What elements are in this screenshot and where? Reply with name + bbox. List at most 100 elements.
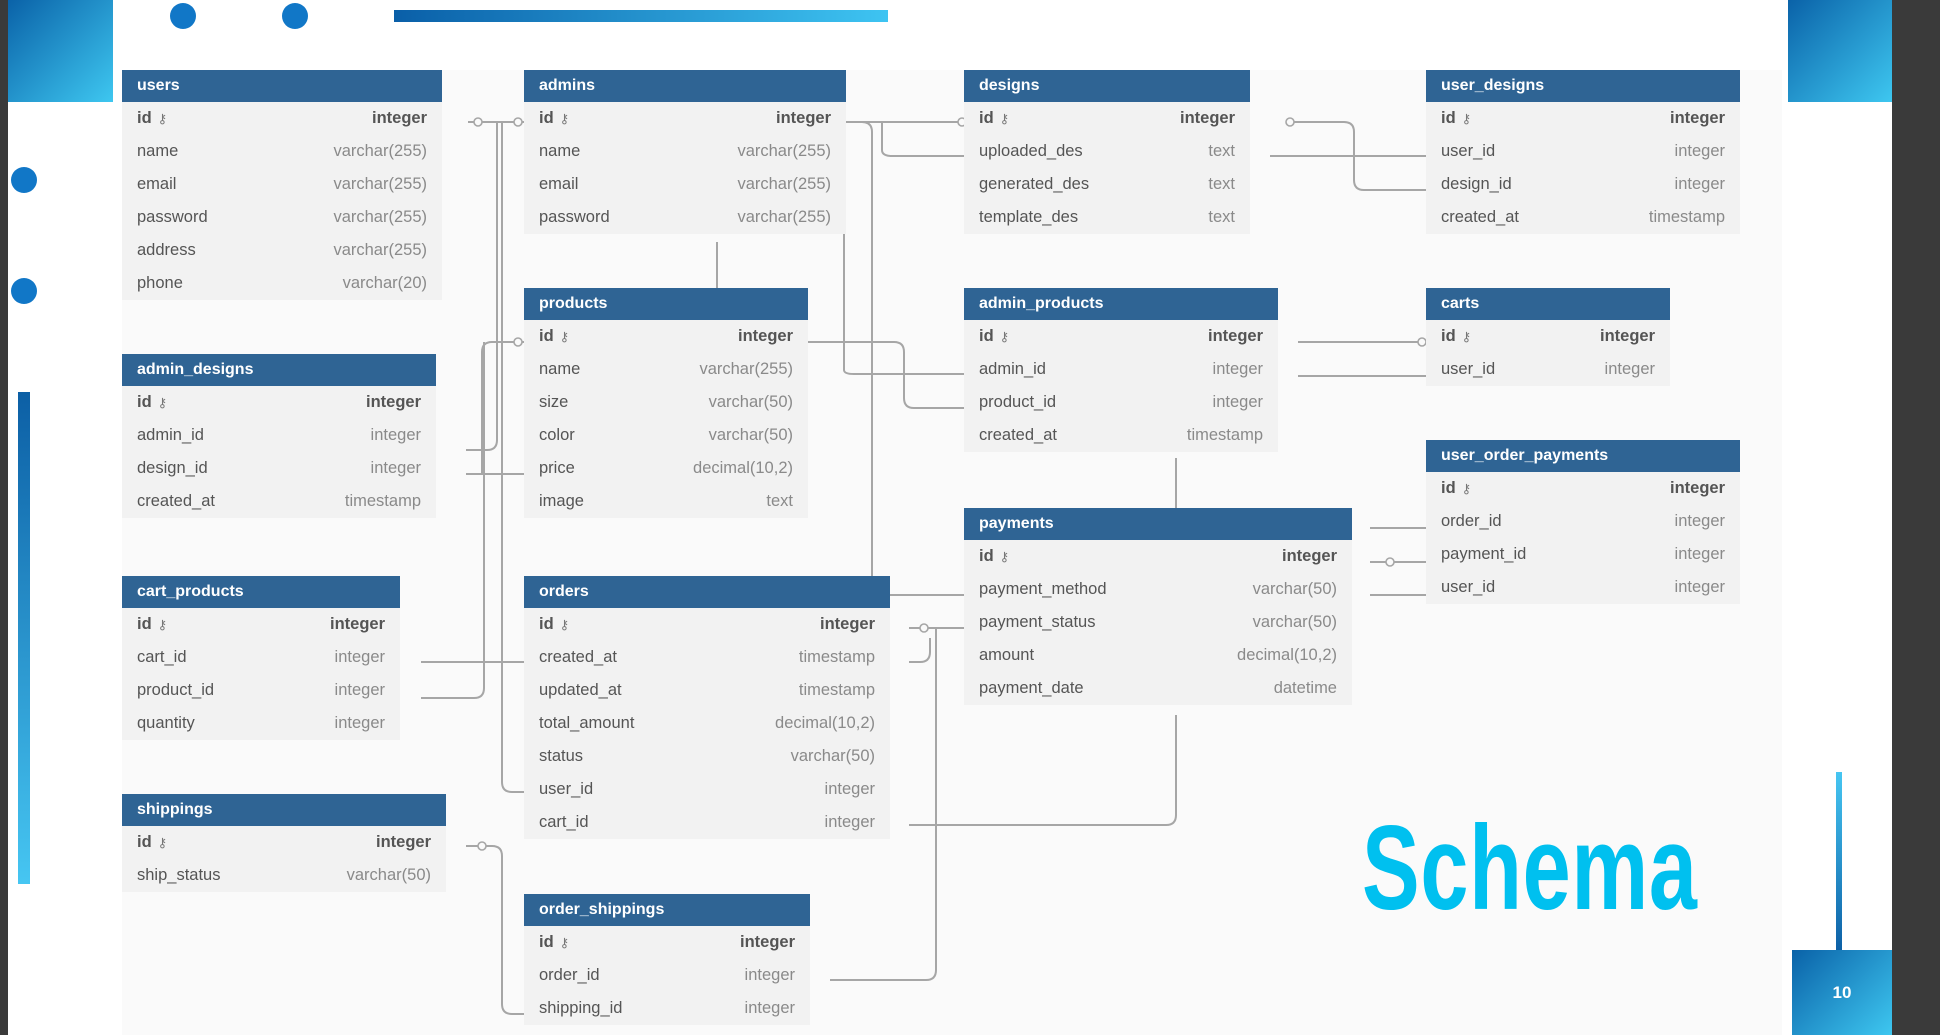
- column-type: text: [1208, 208, 1235, 226]
- column-row: user_id integer: [1426, 135, 1740, 168]
- column-type: text: [1208, 142, 1235, 160]
- column-name: updated_at: [539, 681, 622, 700]
- column-name: template_des: [979, 208, 1078, 227]
- column-name: id⚷: [137, 109, 167, 128]
- column-name-text: shipping_id: [539, 999, 623, 1017]
- column-row: payment_status varchar(50): [964, 606, 1352, 639]
- column-type: integer: [739, 933, 795, 951]
- column-type: varchar(255): [333, 142, 427, 160]
- key-icon: ⚷: [1461, 111, 1472, 126]
- column-name-text: updated_at: [539, 681, 622, 699]
- column-type: integer: [365, 393, 421, 411]
- column-name: design_id: [137, 459, 208, 478]
- table-header: shippings: [122, 794, 446, 826]
- column-type: integer: [1179, 109, 1235, 127]
- table-header: admin_products: [964, 288, 1278, 320]
- column-name: shipping_id: [539, 999, 622, 1018]
- column-name: name: [539, 360, 580, 379]
- slide-title: Schema: [1362, 801, 1698, 935]
- column-name: payment_method: [979, 580, 1107, 599]
- column-name-text: id: [137, 833, 152, 851]
- column-type: decimal(10,2): [775, 714, 875, 732]
- column-name: created_at: [1441, 208, 1519, 227]
- column-type: integer: [824, 813, 875, 831]
- column-name: id⚷: [539, 615, 569, 634]
- key-icon: ⚷: [157, 617, 168, 632]
- left-dot-1: [11, 167, 37, 193]
- column-type: integer: [737, 327, 793, 345]
- column-type: decimal(10,2): [693, 459, 793, 477]
- column-name-text: id: [1441, 109, 1456, 127]
- column-row: total_amount decimal(10,2): [524, 707, 890, 740]
- key-icon: ⚷: [559, 329, 570, 344]
- column-type: datetime: [1273, 679, 1337, 697]
- column-row: id⚷integer: [122, 826, 446, 859]
- column-type: integer: [1674, 512, 1725, 530]
- column-type: decimal(10,2): [1237, 646, 1337, 664]
- key-icon: ⚷: [999, 549, 1010, 564]
- column-type: varchar(50): [1252, 613, 1337, 631]
- column-type: varchar(255): [737, 208, 831, 226]
- column-type: varchar(50): [708, 426, 793, 444]
- column-type: text: [1208, 175, 1235, 193]
- column-name: payment_id: [1441, 545, 1526, 564]
- column-row: amount decimal(10,2): [964, 639, 1352, 672]
- column-type: integer: [371, 109, 427, 127]
- column-name-text: ship_status: [137, 866, 221, 884]
- column-row: uploaded_des text: [964, 135, 1250, 168]
- column-name-text: id: [137, 393, 152, 411]
- table-header: carts: [1426, 288, 1670, 320]
- column-name: ship_status: [137, 866, 220, 885]
- table-header: users: [122, 70, 442, 102]
- column-row: id⚷integer: [964, 102, 1250, 135]
- column-name-text: created_at: [137, 492, 215, 510]
- page-number: 10: [1832, 982, 1852, 1002]
- key-icon: ⚷: [559, 111, 570, 126]
- column-name: user_id: [1441, 142, 1495, 161]
- column-name-text: order_id: [539, 966, 600, 984]
- column-name-text: name: [539, 142, 581, 160]
- column-type: integer: [1599, 327, 1655, 345]
- column-row: id⚷integer: [964, 540, 1352, 573]
- column-name-text: amount: [979, 646, 1035, 664]
- column-name-text: id: [539, 327, 554, 345]
- rel-admins-payments: [861, 121, 974, 596]
- column-name-text: uploaded_des: [979, 142, 1083, 160]
- column-type: integer: [1674, 175, 1725, 193]
- column-name: payment_status: [979, 613, 1095, 632]
- column-name-text: admin_id: [137, 426, 204, 444]
- left-dot-2: [11, 278, 37, 304]
- column-name-text: email: [137, 175, 177, 193]
- column-row: template_des text: [964, 201, 1250, 234]
- column-type: integer: [1674, 142, 1725, 160]
- column-name: total_amount: [539, 714, 634, 733]
- key-icon: ⚷: [1461, 481, 1472, 496]
- rel-orders-created: [909, 638, 931, 663]
- column-row: id⚷integer: [524, 608, 890, 641]
- column-name-text: cart_id: [539, 813, 589, 831]
- column-name-text: name: [539, 360, 581, 378]
- column-name: address: [137, 241, 196, 260]
- column-name-text: template_des: [979, 208, 1079, 226]
- column-type: integer: [1207, 327, 1263, 345]
- column-row: id⚷integer: [964, 320, 1278, 353]
- column-name: cart_id: [539, 813, 589, 832]
- column-row: id⚷integer: [524, 102, 846, 135]
- column-name: payment_date: [979, 679, 1084, 698]
- column-type: varchar(255): [737, 142, 831, 160]
